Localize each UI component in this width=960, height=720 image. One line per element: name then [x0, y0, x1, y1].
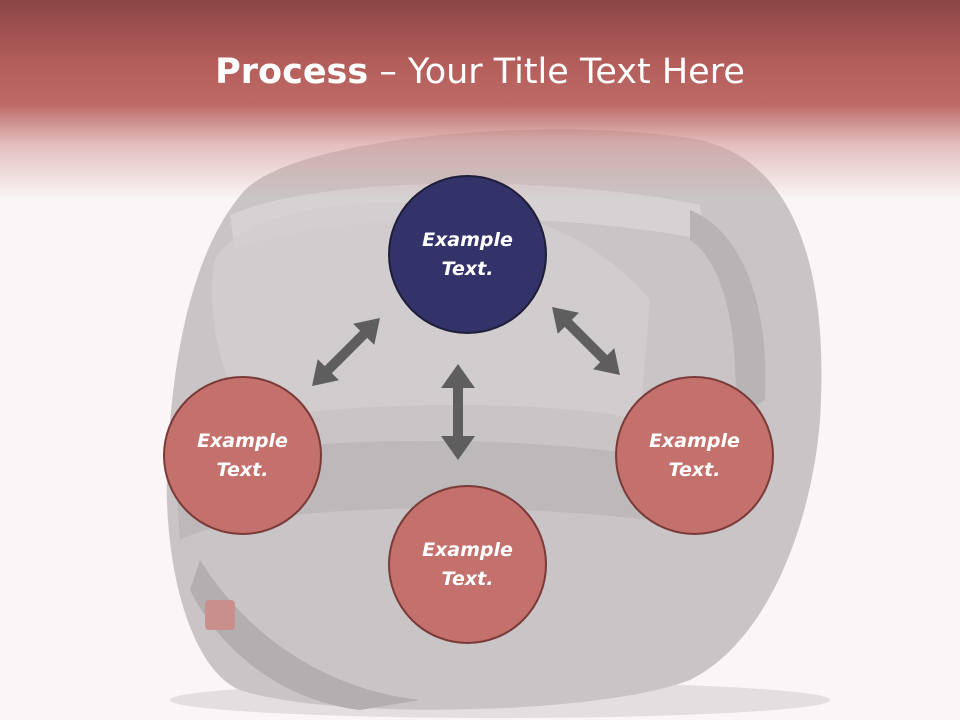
node-bottom-line2: Text.: [441, 567, 494, 590]
node-top-line1: Example: [422, 228, 513, 251]
node-right-line1: Example: [649, 429, 740, 452]
slide-title: Process – Your Title Text Here: [0, 52, 960, 92]
node-left-line2: Text.: [216, 458, 269, 481]
slide-title-bold: Process: [215, 52, 369, 92]
slide-title-rest: – Your Title Text Here: [368, 52, 745, 92]
node-left-line1: Example: [197, 429, 288, 452]
arrow-top-to-right: [552, 307, 620, 375]
node-bottom-line1: Example: [422, 538, 513, 561]
node-right-line2: Text.: [668, 458, 721, 481]
node-top-line2: Text.: [441, 257, 494, 280]
arrow-top-to-bottom: [441, 364, 475, 460]
arrow-top-to-left: [312, 318, 380, 386]
title-band: [0, 0, 960, 200]
